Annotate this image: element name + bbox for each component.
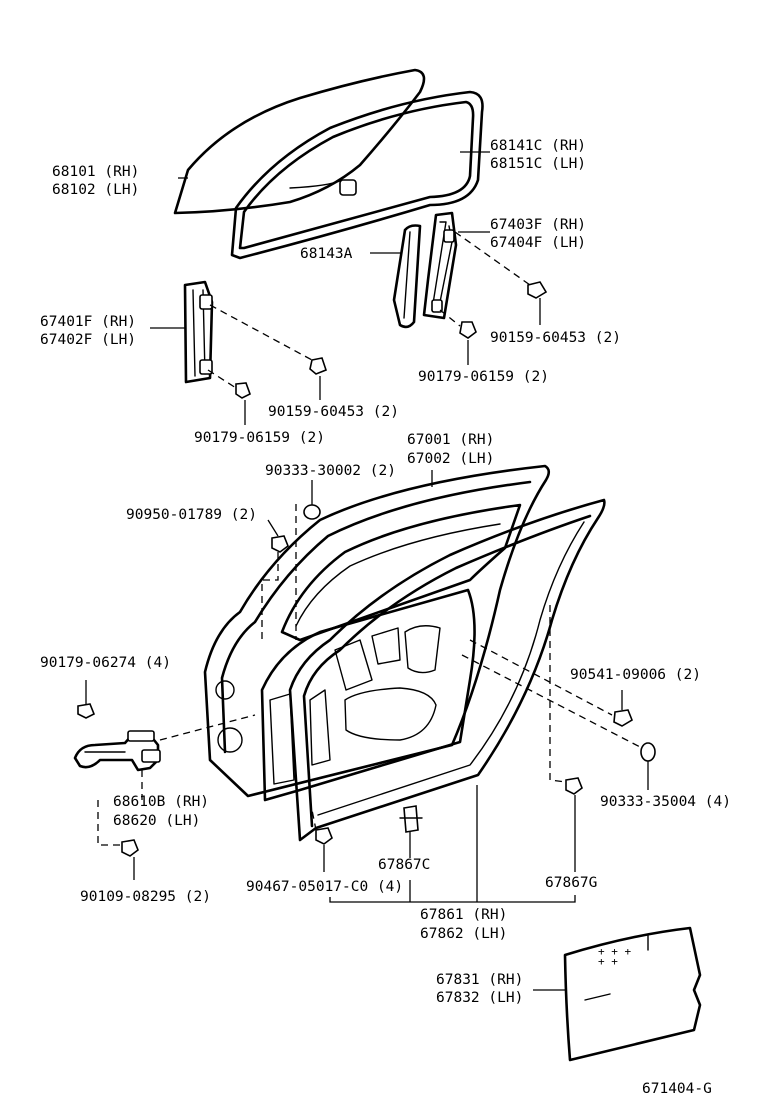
- label-glass-run-rh: 68141C (RH): [490, 138, 586, 154]
- hinge-part: [73, 730, 161, 772]
- bolt-right-icon: [454, 231, 548, 325]
- label-service-cover-rh: 67831 (RH): [436, 972, 523, 988]
- diagram-id: 671404-G: [642, 1081, 712, 1097]
- label-clip-g: 67867G: [545, 875, 597, 891]
- svg-text:+ + +: + + +: [598, 945, 631, 958]
- service-cover-part: + + + + +: [563, 926, 702, 1062]
- label-nut-right: 90179-06159 (2): [418, 369, 549, 385]
- label-bolt-right: 90159-60453 (2): [490, 330, 621, 346]
- label-service-cover-lh: 67832 (LH): [436, 990, 523, 1006]
- plug-right-lower-icon: [640, 742, 656, 790]
- front-channel-part: [422, 211, 458, 320]
- channel-seal-part: [392, 224, 422, 329]
- label-glass-run-lh: 68151C (LH): [490, 156, 586, 172]
- label-hole-plug-top: 90333-30002 (2): [265, 463, 396, 479]
- clip-c-icon: [399, 805, 423, 858]
- rear-channel-part: [183, 280, 214, 384]
- hole-plug-right-icon: [613, 690, 633, 727]
- clip-g-icon: [565, 777, 583, 872]
- label-clip-c: 67867C: [378, 857, 430, 873]
- screw-icon: [315, 827, 333, 872]
- label-hinge-rh: 68610B (RH): [113, 794, 209, 810]
- door-panel-part: [203, 464, 551, 802]
- label-glass-rh: 68101 (RH): [52, 164, 139, 180]
- label-rear-channel-lh: 67402F (LH): [40, 332, 136, 348]
- label-nut-left: 90179-06159 (2): [194, 430, 325, 446]
- label-front-channel-lh: 67404F (LH): [490, 235, 586, 251]
- label-hinge-nut: 90179-06274 (4): [40, 655, 171, 671]
- label-glass-lh: 68102 (LH): [52, 182, 139, 198]
- label-weatherstrip-lh: 67862 (LH): [420, 926, 507, 942]
- label-screw: 90467-05017-C0 (4): [246, 879, 403, 895]
- svg-text:+ +: + +: [598, 955, 618, 968]
- label-rear-channel-rh: 67401F (RH): [40, 314, 136, 330]
- hole-plug-top-icon: [303, 480, 321, 520]
- glass-run-part: [230, 90, 484, 260]
- label-hole-plug-right: 90541-09006 (2): [570, 667, 701, 683]
- label-hinge-lh: 68620 (LH): [113, 813, 200, 829]
- hinge-bolt-icon: [121, 839, 139, 880]
- label-plug-right-lower: 90333-35004 (4): [600, 794, 731, 810]
- label-channel-seal: 68143A: [300, 246, 353, 262]
- nut-right-icon: [439, 309, 477, 365]
- label-bolt-left: 90159-60453 (2): [268, 404, 399, 420]
- label-door-panel-lh: 67002 (LH): [407, 451, 494, 467]
- label-door-panel-rh: 67001 (RH): [407, 432, 494, 448]
- label-hole-plug-left: 90950-01789 (2): [126, 507, 257, 523]
- label-front-channel-rh: 67403F (RH): [490, 217, 586, 233]
- hinge-nut-icon: [77, 680, 96, 719]
- door-glass-part: [173, 68, 426, 215]
- bolt-left-icon: [209, 304, 327, 400]
- hole-plug-left-icon: [267, 519, 289, 553]
- label-weatherstrip-rh: 67861 (RH): [420, 907, 507, 923]
- weatherstrip-part: [288, 498, 606, 842]
- nut-left-icon: [207, 369, 251, 425]
- label-hinge-bolt: 90109-08295 (2): [80, 889, 211, 905]
